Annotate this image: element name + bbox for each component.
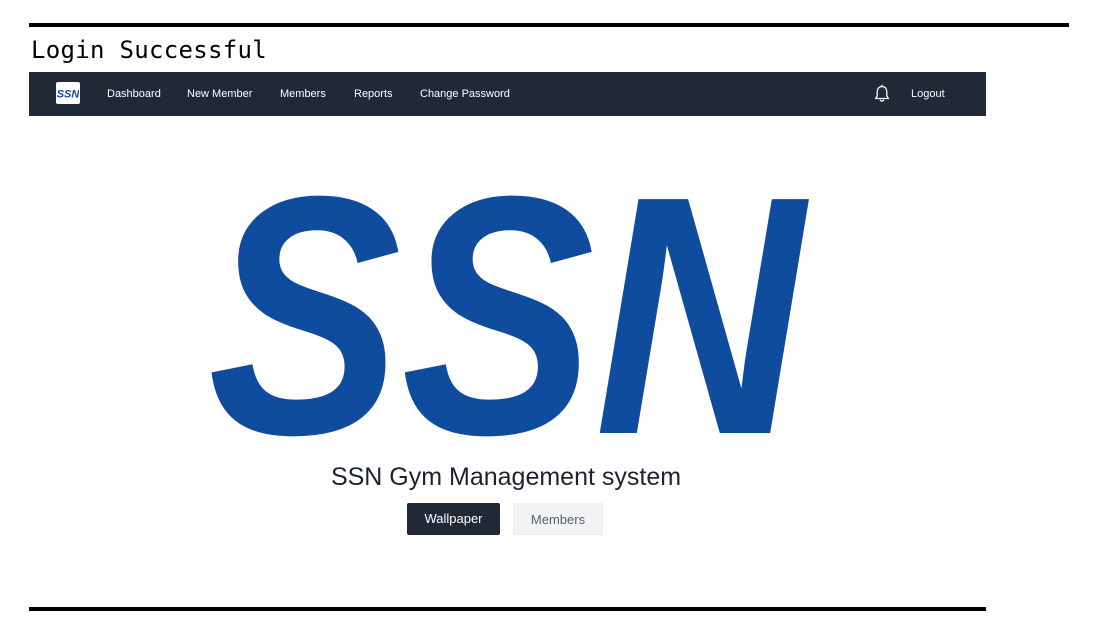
ssn-hero-logo: SSN — [200, 123, 816, 510]
page-title: SSN Gym Management system — [330, 463, 682, 491]
nav-new-member[interactable]: New Member — [187, 88, 253, 100]
nav-dashboard[interactable]: Dashboard — [107, 88, 161, 100]
brand-logo[interactable]: SSN — [56, 82, 80, 104]
top-navbar: SSN Dashboard New Member Members Reports… — [29, 72, 986, 116]
members-button[interactable]: Members — [513, 503, 603, 535]
nav-change-password[interactable]: Change Password — [420, 88, 510, 100]
wallpaper-button[interactable]: Wallpaper — [407, 503, 500, 535]
svg-text:SSN: SSN — [208, 175, 812, 443]
bell-icon[interactable] — [873, 84, 891, 104]
bottom-divider — [29, 607, 986, 611]
ssn-logo-icon: SSN — [205, 123, 816, 510]
nav-members[interactable]: Members — [280, 88, 326, 100]
svg-text:SSN: SSN — [57, 89, 79, 100]
login-status-message: Login Successful — [31, 36, 267, 64]
top-divider — [29, 23, 1069, 27]
nav-reports[interactable]: Reports — [354, 88, 393, 100]
ssn-mini-logo-icon: SSN — [57, 89, 79, 100]
logout-link[interactable]: Logout — [911, 88, 945, 100]
